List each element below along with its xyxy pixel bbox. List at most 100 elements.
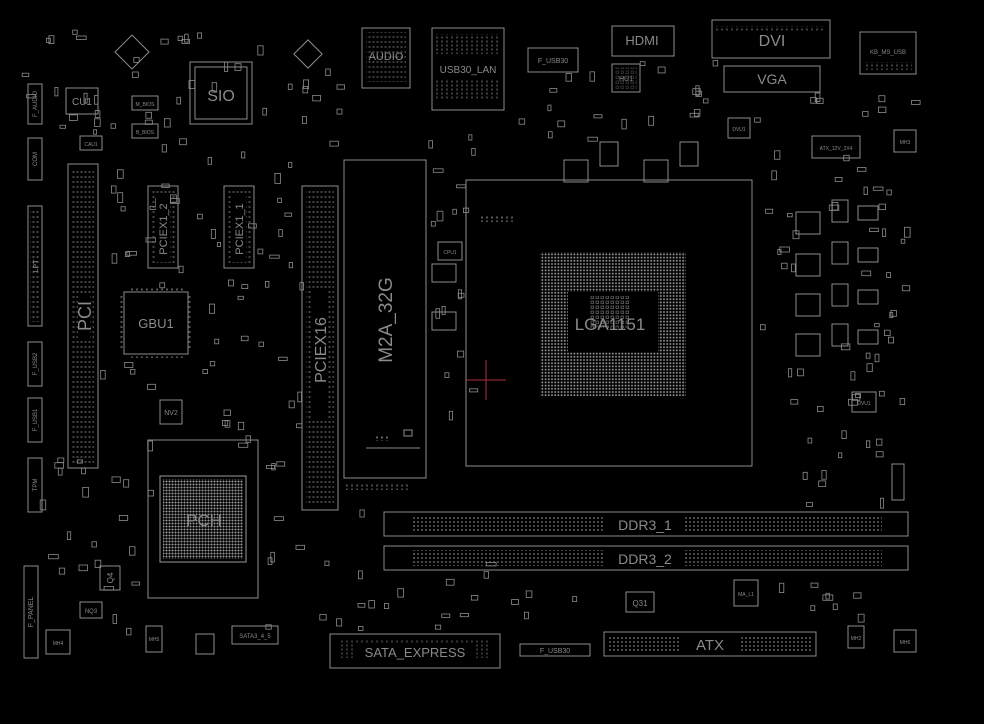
passive-component [879,390,885,397]
mh6-hole: MH6 [893,629,917,653]
passive-component [66,531,72,540]
passive-component [850,371,856,381]
pciex16-label: PCIEX16 [313,317,330,383]
nq3-chip: NQ3 [79,601,103,619]
f-usb1-header: F_USB1 [27,397,43,443]
hdmi-connector: HDMI [611,25,675,57]
passive-component [123,479,130,488]
com-header: COM [27,137,43,181]
passive-component [184,33,189,43]
passive-component [878,203,886,210]
pch-label: PCH [186,511,222,530]
passive-component [468,134,473,141]
passive-component [779,582,785,594]
passive-component [94,559,102,568]
pciex1-1-slot: PCIEX1_1 [223,185,255,269]
passive-component [211,82,218,93]
lpt-header: LPT [27,205,43,327]
atx-12v-label: ATX_12V_2X4 [820,146,853,152]
passive-component [589,71,595,82]
passive-component [911,100,921,105]
f-panel-header: F_PANEL [23,565,39,659]
passive-component [100,369,106,380]
passive-component [245,435,251,443]
f-usb30-bottom-label: F_USB30 [540,648,570,655]
passive-component [276,461,286,467]
passive-component [324,560,330,566]
passive-component [857,167,867,172]
nv2-label: NV2 [164,410,178,417]
m-bios-chip: M_BIOS [131,95,159,111]
passive-component [160,38,169,45]
passive-component [874,323,880,328]
passive-component [874,353,880,363]
passive-component [59,124,66,129]
sata3-label: SATA3_4_5 [239,634,271,640]
passive-component [872,186,884,191]
audio-label: AUDIO [369,51,404,63]
usb30-lan-label: USB30_LAN [440,65,497,76]
passive-component [848,398,858,406]
sata3-header: SATA3_4_5 [231,625,279,645]
passive-component [82,486,89,498]
gbu1-chip: GBU1 [120,288,192,358]
passive-component [397,588,404,598]
choke-1 [563,159,589,183]
passive-component [93,129,97,135]
passive-component [760,324,766,331]
passive-components [21,29,921,636]
passive-component [806,502,813,507]
passive-component [288,261,293,269]
cu1-label: CU1 [72,97,92,108]
passive-component [288,162,293,168]
passive-component [703,98,709,104]
vga-connector: VGA [723,65,821,93]
passive-component [111,253,118,264]
m2-pins [344,484,410,490]
passive-component [855,393,861,398]
cau1-label: CAU1 [84,142,98,148]
passive-component [779,246,790,253]
kb-ms-usb-connector: KB_MS_USB [859,31,917,75]
passive-component [524,611,529,620]
passive-component [130,369,136,375]
passive-component [572,596,578,602]
passive-component [878,106,887,113]
passive-component [444,372,450,378]
passive-component [112,614,117,624]
pci-label: PCI [75,301,95,331]
m2a-32g-slot: M2A_32G [343,159,427,479]
passive-component [457,350,465,358]
passive-component [125,251,131,257]
passive-component [648,115,655,126]
passive-component [904,226,911,238]
passive-component [129,546,136,556]
ddr3-2-label: DDR3_2 [618,551,672,567]
passive-component [639,61,646,66]
passive-component [593,114,603,119]
ddr3-1-slot: DDR3_1 [383,511,909,537]
passive-component [196,213,203,220]
passive-component [237,421,245,431]
passive-component [774,150,781,160]
passive-component [110,123,116,129]
passive-component [48,35,55,45]
passive-component [278,229,283,237]
f-usb2-header: F_USB2 [27,341,43,387]
tpm-header: TPM [27,457,43,513]
passive-component [57,467,63,476]
mh3-hole: MH3 [893,129,917,153]
passive-component [223,409,231,416]
vga-label: VGA [757,71,787,87]
passive-component [452,208,457,215]
vrm-chokes [795,199,879,357]
passive-component [126,250,138,256]
sata-express-connector: SATA_EXPRESS [329,633,501,669]
passive-component [863,186,868,196]
passive-component [866,440,871,448]
passive-component [888,336,895,344]
passive-component [295,544,306,550]
passive-component [336,108,343,115]
mh3-label: MH3 [900,140,911,146]
